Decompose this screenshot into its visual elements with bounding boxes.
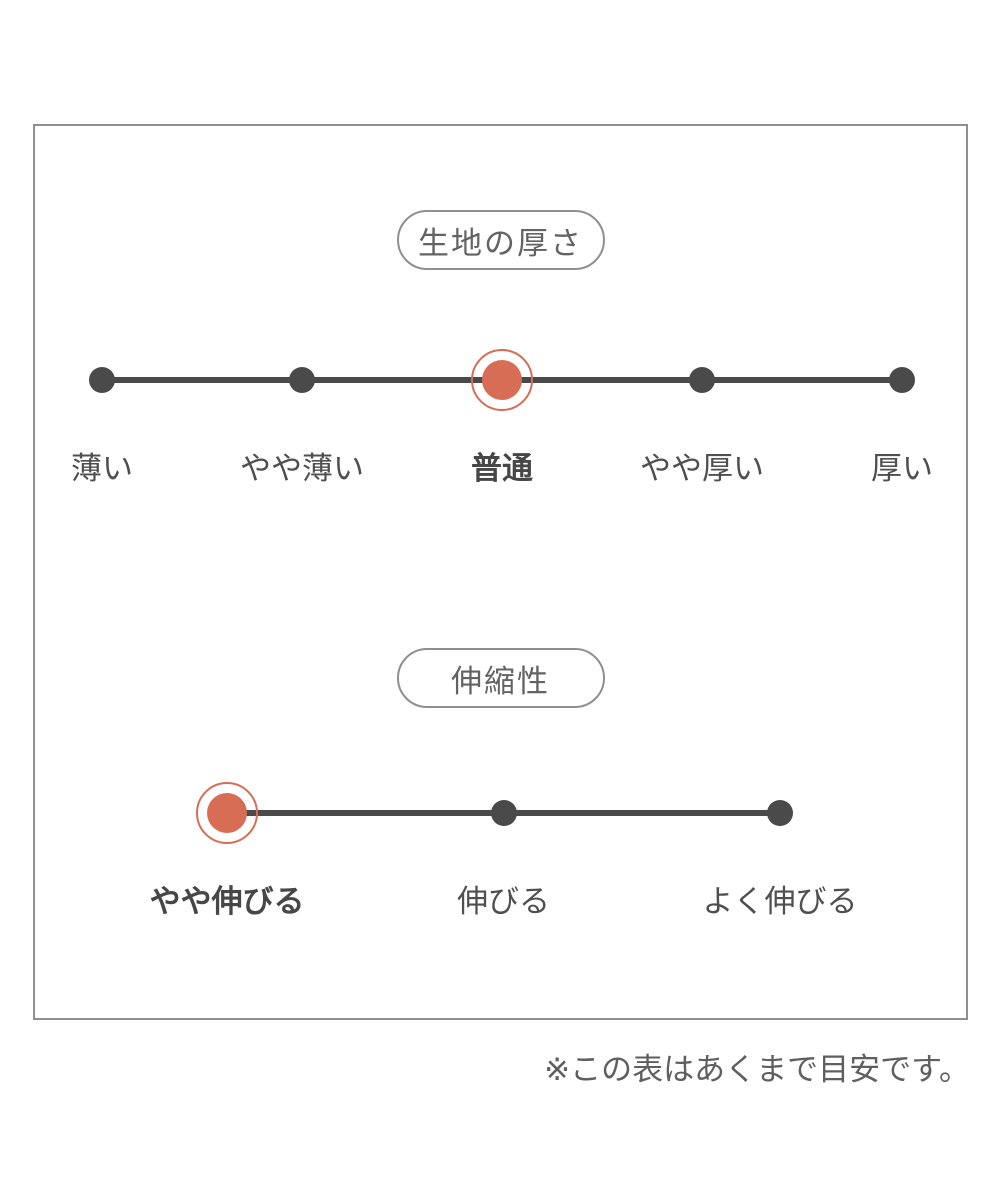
disclaimer-note: ※この表はあくまで目安です。 bbox=[544, 1052, 970, 1087]
option-label: 厚い bbox=[871, 451, 933, 486]
selected-dot bbox=[207, 793, 247, 833]
scale-dot bbox=[689, 367, 715, 393]
stretch-title-pill: 伸縮性 bbox=[396, 648, 605, 708]
scale-dot bbox=[767, 800, 793, 826]
thickness-title: 生地の厚さ bbox=[418, 225, 583, 261]
scale-dot bbox=[490, 800, 517, 826]
option-label: よく伸びる bbox=[702, 884, 858, 919]
selected-ring bbox=[196, 782, 258, 844]
selected-ring bbox=[471, 349, 533, 411]
stretch-title: 伸縮性 bbox=[451, 663, 550, 699]
scale-dot bbox=[289, 367, 315, 393]
spec-chart-frame: 生地の厚さ 薄い やや薄い 普通 やや厚い 厚い 伸縮性 やや伸びる 伸びる よく伸びる bbox=[33, 124, 968, 1020]
selected-option-label: やや伸びる bbox=[149, 884, 305, 919]
option-label: 伸びる bbox=[457, 884, 550, 919]
option-label: やや薄い bbox=[240, 451, 364, 486]
option-label: やや厚い bbox=[640, 451, 764, 486]
selected-option-label: 普通 bbox=[471, 451, 533, 486]
scale-dot bbox=[889, 367, 915, 393]
scale-dot bbox=[89, 367, 115, 393]
selected-dot bbox=[482, 360, 522, 400]
thickness-title-pill: 生地の厚さ bbox=[396, 210, 605, 270]
option-label: 薄い bbox=[71, 451, 133, 486]
